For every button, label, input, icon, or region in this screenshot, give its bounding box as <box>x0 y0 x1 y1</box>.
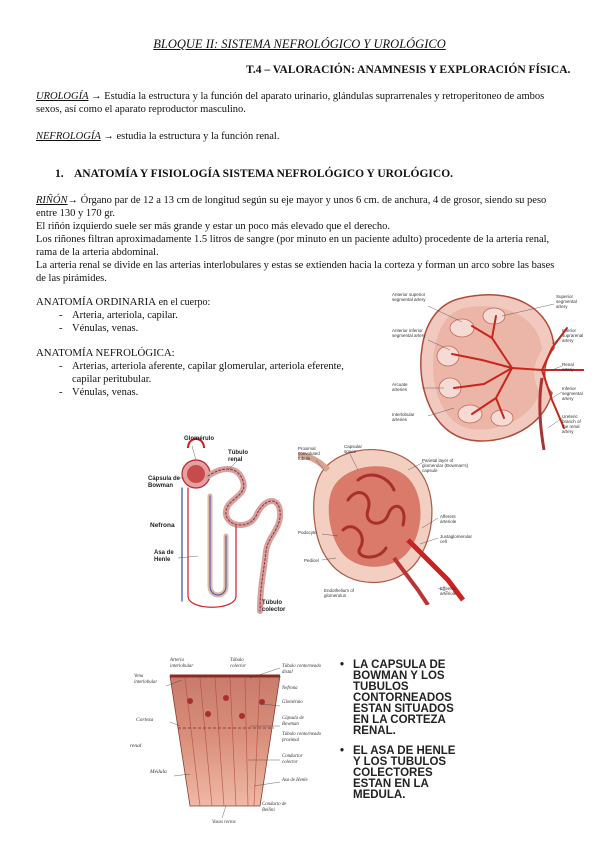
label-glomerulo: Glomérulo <box>184 436 215 442</box>
document-title: BLOQUE II: SISTEMA NEFROLÓGICO Y UROLÓGI… <box>153 37 446 51</box>
anatomia-nefrologica-heading: ANATOMÍA NEFROLÓGICA: <box>36 347 175 359</box>
anatomia-ordinaria-heading: ANATOMÍA ORDINARIA en el cuerpo: <box>36 296 211 308</box>
label-juxtaglomerular: Juxtaglomerular cell <box>440 534 473 544</box>
section-number: 1. <box>55 168 64 180</box>
list-item: Arterias, arteriola aferente, capilar gl… <box>36 360 366 386</box>
label-endothelium: Endothelium of glomerulus <box>324 588 355 598</box>
nefrologia-definition: NEFROLOGÍA → estudia la estructura y la … <box>36 130 556 143</box>
label-asa-henle: Asa de Henle <box>154 550 174 563</box>
label-medula: Médula <box>150 769 167 775</box>
urologia-definition: UROLOGÍA → Estudia la estructura y la fu… <box>36 90 556 116</box>
list-item: Arteria, arteriola, capilar. <box>36 309 366 322</box>
label-pedicel: Pedicel <box>304 558 319 563</box>
rinon-line-3: Los riñones filtran aproximadamente 1.5 … <box>36 234 550 258</box>
label-tubulo-distal: Túbulo contorneado distal <box>282 664 322 675</box>
label-glomerulo: Glomérulo <box>282 700 303 705</box>
urologia-text: Estudia la estructura y la función del a… <box>36 91 545 115</box>
label-asa-henle: Asa de Henle <box>282 778 308 783</box>
glomerulus-illustration <box>297 449 465 607</box>
kidney-arteries-figure: Anterior superior segmental artery Anter… <box>392 288 585 451</box>
nefrologia-text: estudia la estructura y la función renal… <box>113 131 280 142</box>
nephron-figure: Glomérulo Túbulo renal Cápsula de Bowman… <box>148 436 298 626</box>
anatomia-ordinaria-list: Arteria, arteriola, capilar. Vénulas, ve… <box>36 309 366 335</box>
rinon-line-1: RIÑÓN→ Órgano par de 12 a 13 cm de longi… <box>36 195 547 219</box>
renal-section-illustration <box>165 667 281 819</box>
label-superior-segmental: Superior segmental artery <box>556 294 577 309</box>
list-item: Vénulas, venas. <box>36 322 366 335</box>
arrow-icon: → <box>91 91 102 102</box>
list-item: Vénulas, venas. <box>36 386 366 399</box>
label-anterior-inferior: Anterior inferior segmental artery <box>392 328 426 338</box>
topic-subtitle: T.4 – VALORACIÓN: ANAMNESIS Y EXPLORACIÓ… <box>246 64 571 76</box>
callout-item-cortex: LA CAPSULA DE BOWMAN Y LOS TUBULOS CONTO… <box>340 659 460 737</box>
anatomia-nefrologica-list: Arterias, arteriola aferente, capilar gl… <box>36 360 366 399</box>
label-parietal: Parietal layer of glomerular (Bowman's) … <box>422 458 469 473</box>
rinon-line-4: La arteria renal se divide en las arteri… <box>36 260 555 284</box>
label-capsula-bowman: Cápsula de Bowman <box>282 716 304 727</box>
rinon-paragraph: RIÑÓN→ Órgano par de 12 a 13 cm de longi… <box>36 194 556 285</box>
label-tubulo-renal: Túbulo renal <box>228 450 248 463</box>
label-capsular-space: Capsular space <box>344 444 363 454</box>
label-corteza: Corteza <box>136 717 154 723</box>
callout-list: LA CAPSULA DE BOWMAN Y LOS TUBULOS CONTO… <box>340 659 460 810</box>
label-nefrona: Nefrona <box>150 522 175 529</box>
section-heading: 1. ANATOMÍA Y FISIOLOGÍA SISTEMA NEFROLÓG… <box>55 168 453 180</box>
label-conductor-colector: Conductor colector <box>282 754 303 765</box>
label-inferior-segmental: Inferior segmental artery <box>562 386 583 401</box>
arrow-icon: → <box>67 195 79 206</box>
callout-item-medulla: EL ASA DE HENLE Y LOS TUBULOS COLECTORES… <box>340 745 460 801</box>
label-tubulo-colector: Túbulo colector <box>230 658 246 669</box>
label-arteria-interlobular: Arteria interlobular <box>170 658 194 669</box>
rinon-term: RIÑÓN <box>36 195 68 206</box>
label-anterior-superior: Anterior superior segmental artery <box>392 292 426 302</box>
nephron-illustration <box>177 438 284 614</box>
label-arcuate: Arcuate arteries <box>392 382 408 392</box>
label-interlobular: Interlobular arteries <box>392 412 415 422</box>
urologia-term: UROLOGÍA <box>36 91 89 102</box>
kidney-illustration <box>420 294 585 451</box>
label-ureteric: Ureteric branch of the renal artery <box>562 414 581 434</box>
glomerulus-figure: Proximal convoluted tubule Capsular spac… <box>297 440 473 607</box>
label-vena-interlobular: Vena interlobular <box>134 674 158 685</box>
label-conducto-bellini: Conducto de Bellini <box>262 802 287 813</box>
label-afferent: Afferent arteriole <box>440 514 457 524</box>
label-efferent: Efferent arteriole <box>440 586 457 596</box>
label-podocyte: Podocyte <box>298 530 317 535</box>
arrow-icon: → <box>103 131 114 142</box>
label-tubulo-colector: Túbulo colector <box>262 600 286 613</box>
label-tubulo-proximal: Túbulo contorneado proximal <box>282 732 322 743</box>
section-title: ANATOMÍA Y FISIOLOGÍA SISTEMA NEFROLÓGIC… <box>74 168 454 180</box>
label-proximal: Proximal convoluted tubule <box>298 446 320 461</box>
label-vasos-rectos: Vasos rectos <box>212 820 236 825</box>
nefrologia-term: NEFROLOGÍA <box>36 131 101 142</box>
label-capsula-bowman: Cápsula de Bowman <box>148 476 181 489</box>
renal-section-figure: Arteria interlobular Vena interlobular T… <box>130 656 330 836</box>
label-nefrona: Nefrona <box>282 686 298 691</box>
label-renal: Renal artery <box>562 362 574 372</box>
label-inferior-suprarenal: Inferior suprarenal artery <box>562 328 584 343</box>
rinon-line-2: El riñón izquierdo suele ser más grande … <box>36 221 390 232</box>
label-renal: renal <box>130 743 142 749</box>
